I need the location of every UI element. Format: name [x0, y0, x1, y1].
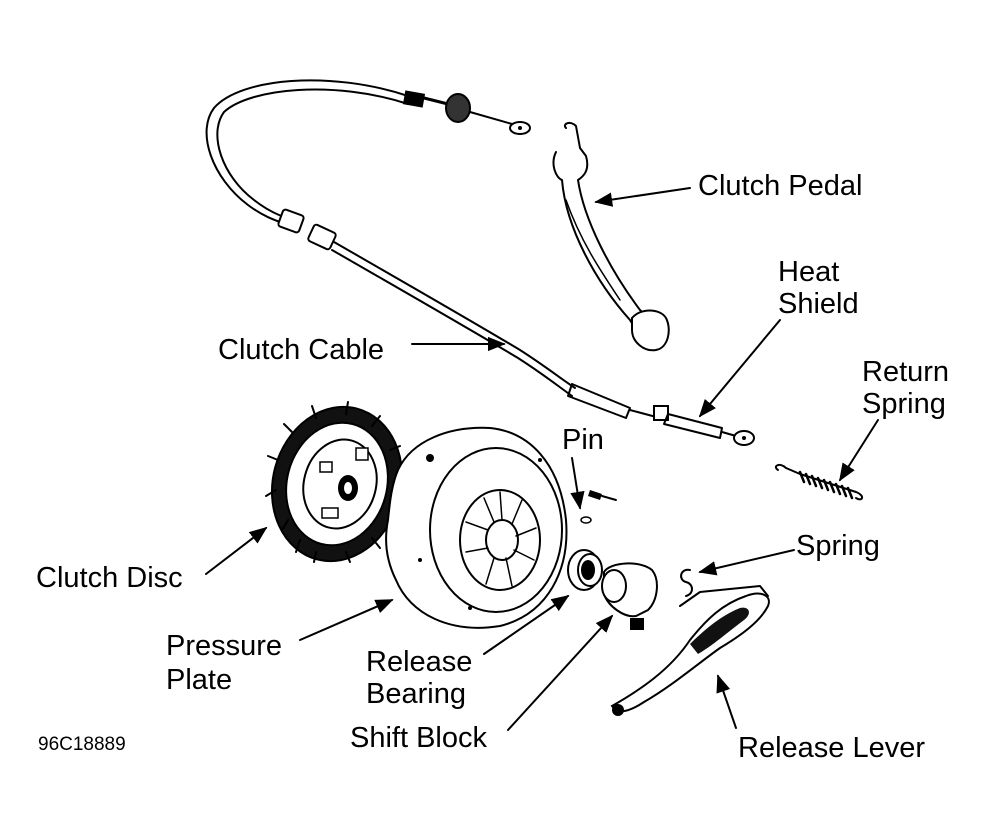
label-release-lever: Release Lever: [738, 732, 925, 764]
label-release-bearing-line2: Bearing: [366, 678, 466, 710]
arrow-clutch-pedal: [594, 187, 691, 207]
arrow-clutch-disc: [205, 526, 268, 575]
release-lever-part: [610, 585, 770, 716]
arrow-spring: [698, 549, 795, 576]
arrow-shift-block: [507, 614, 614, 731]
pin-part: [580, 490, 617, 524]
clutch-pedal-part: [552, 121, 670, 352]
label-pressure-plate-line2: Plate: [166, 664, 233, 696]
label-clutch-disc: Clutch Disc: [36, 562, 183, 594]
return-spring-part: [774, 463, 863, 501]
shift-block-part: [601, 562, 658, 630]
spring-part: [680, 568, 693, 597]
label-release-bearing-line1: Release: [366, 646, 473, 678]
leader-arrows: [205, 187, 879, 731]
arrow-heat-shield: [698, 319, 781, 418]
arrow-return-spring: [839, 419, 879, 482]
arrow-pressure-plate: [299, 599, 394, 641]
release-bearing-part: [567, 549, 603, 591]
pressure-plate-part: [385, 426, 568, 629]
label-heat-shield-line2: Shield: [778, 288, 859, 320]
label-pin: Pin: [562, 424, 604, 456]
label-return-spring-line2: Spring: [862, 388, 946, 420]
label-clutch-cable: Clutch Cable: [218, 334, 385, 366]
label-clutch-pedal: Clutch Pedal: [698, 170, 863, 202]
label-spring: Spring: [796, 530, 880, 562]
label-heat-shield-line1: Heat: [778, 256, 840, 288]
arrow-pin: [570, 457, 585, 510]
label-pressure-plate-line1: Pressure: [166, 630, 283, 662]
figure-code: 96C18889: [38, 734, 126, 755]
clutch-cable-part: [205, 79, 755, 446]
label-return-spring-line1: Return: [862, 356, 950, 388]
arrow-release-bearing: [483, 594, 570, 655]
label-shift-block: Shift Block: [350, 722, 487, 754]
arrow-release-lever: [716, 674, 737, 729]
